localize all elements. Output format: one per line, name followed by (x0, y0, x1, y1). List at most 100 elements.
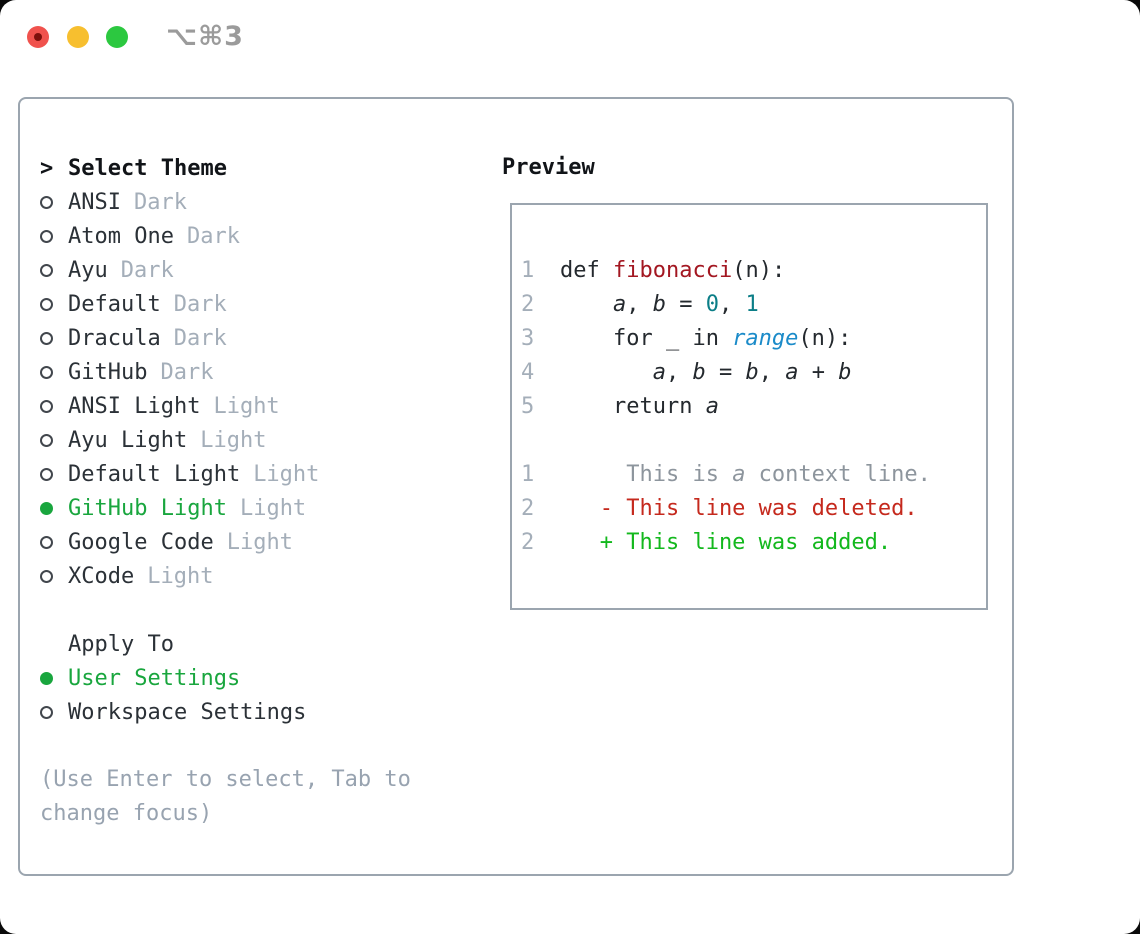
theme-variant-tag: Dark (120, 257, 174, 283)
minimize-button[interactable] (67, 26, 89, 48)
code-segment: a (785, 359, 799, 385)
code-segment: b (652, 291, 666, 317)
radio-icon (40, 263, 53, 277)
theme-variant-tag: Light (226, 529, 293, 555)
line-number: 3 (521, 325, 535, 351)
code-segment: for _ in (560, 325, 733, 351)
code-segment: context line. (745, 461, 931, 487)
apply-option-label: User Settings (68, 665, 241, 691)
code-segment: 1 (745, 291, 759, 317)
theme-name: ANSI Light (68, 393, 201, 419)
theme-option-google-code[interactable]: Google Code Light (40, 525, 490, 559)
theme-list-column: > Select Theme ANSI Dark Atom One Dark A… (40, 151, 490, 831)
theme-name: Google Code (68, 529, 214, 555)
line-number: 2 (521, 495, 535, 521)
theme-option-ayu-light[interactable]: Ayu Light Light (40, 423, 490, 457)
code-line: 1 This is a context line. (521, 457, 986, 491)
theme-dialog: > Select Theme ANSI Dark Atom One Dark A… (18, 97, 1014, 876)
theme-name: Ayu (68, 257, 108, 283)
radio-icon (40, 569, 53, 583)
theme-option-ansi-light[interactable]: ANSI Light Light (40, 389, 490, 423)
theme-variant-tag: Dark (160, 359, 214, 385)
code-segment: , (626, 291, 653, 317)
line-number: 2 (521, 529, 535, 555)
code-segment: b (838, 359, 852, 385)
theme-option-dracula-dark[interactable]: Dracula Dark (40, 321, 490, 355)
code-segment: a (705, 393, 719, 419)
keyboard-shortcut-label: ⌥⌘3 (166, 21, 244, 52)
code-segment (560, 292, 613, 317)
theme-name: Ayu Light (68, 427, 188, 453)
theme-option-github-light[interactable]: GitHub Light Light (40, 491, 490, 525)
theme-option-ansi-dark[interactable]: ANSI Dark (40, 185, 490, 219)
theme-list-header: > Select Theme (40, 151, 490, 185)
code-segment: , (665, 359, 693, 385)
code-line (521, 423, 986, 457)
line-number: 4 (521, 359, 535, 385)
code-segment: fibonacci (612, 257, 733, 283)
code-line: 2 a, b = 0, 1 (521, 287, 986, 321)
line-number: 5 (521, 393, 535, 419)
code-line: 5 return a (521, 389, 986, 423)
code-segment: = (665, 291, 706, 317)
titlebar: ⌥⌘3 (0, 0, 1140, 74)
code-line: 4 a, b = b, a + b (521, 355, 986, 389)
code-segment: range (732, 325, 799, 351)
theme-option-ayu-dark[interactable]: Ayu Dark (40, 253, 490, 287)
theme-variant-tag: Dark (173, 291, 227, 317)
theme-variant-tag: Dark (186, 223, 240, 249)
theme-variant-tag: Light (147, 563, 214, 589)
theme-option-default-dark[interactable]: Default Dark (40, 287, 490, 321)
help-hint: (Use Enter to select, Tab to change focu… (40, 767, 411, 826)
code-segment: a (732, 461, 746, 487)
code-line: 3 for _ in range(n): (521, 321, 986, 355)
apply-option-user-settings[interactable]: User Settings (40, 661, 490, 695)
prompt-icon: > (40, 155, 54, 181)
theme-variant-tag: Light (213, 393, 280, 419)
theme-name: Default Light (68, 461, 241, 487)
code-segment: a (652, 359, 666, 385)
close-button[interactable] (27, 26, 49, 48)
theme-option-xcode[interactable]: XCode Light (40, 559, 490, 593)
code-segment: + This line was added. (560, 529, 892, 555)
radio-icon (40, 365, 53, 379)
apply-to-title: Apply To (68, 631, 174, 657)
spacer (40, 729, 490, 763)
theme-option-default-light[interactable]: Default Light Light (40, 457, 490, 491)
code-segment: + (798, 359, 839, 385)
theme-name: Atom One (68, 223, 174, 249)
theme-list-title: Select Theme (68, 155, 227, 181)
radio-icon (40, 705, 53, 719)
theme-name: ANSI (68, 189, 121, 215)
code-segment: (n): (732, 257, 786, 283)
radio-selected-icon (40, 501, 53, 515)
preview-title: Preview (502, 155, 595, 180)
code-segment: - This line was deleted. (560, 495, 918, 521)
radio-icon (40, 297, 53, 311)
theme-name: GitHub Light (68, 495, 227, 521)
code-line: 2 - This line was deleted. (521, 491, 986, 525)
theme-option-github-dark[interactable]: GitHub Dark (40, 355, 490, 389)
radio-icon (40, 195, 53, 209)
theme-name: Default (68, 291, 161, 317)
code-segment: b (745, 359, 759, 385)
line-number: 2 (521, 291, 535, 317)
code-segment: a (612, 291, 627, 317)
radio-icon (40, 433, 53, 447)
radio-icon (40, 229, 53, 243)
code-segment: b (692, 359, 706, 385)
zoom-button[interactable] (106, 26, 128, 48)
code-segment (560, 360, 653, 385)
theme-variant-tag: Dark (173, 325, 227, 351)
code-segment: This is (560, 461, 733, 487)
code-segment: return (560, 393, 706, 419)
apply-option-workspace-settings[interactable]: Workspace Settings (40, 695, 490, 729)
code-segment: = (705, 359, 746, 385)
apply-to-header: Apply To (40, 627, 490, 661)
theme-option-atom-one-dark[interactable]: Atom One Dark (40, 219, 490, 253)
theme-name: XCode (68, 563, 135, 589)
spacer (40, 593, 490, 627)
line-number: 1 (521, 461, 535, 487)
